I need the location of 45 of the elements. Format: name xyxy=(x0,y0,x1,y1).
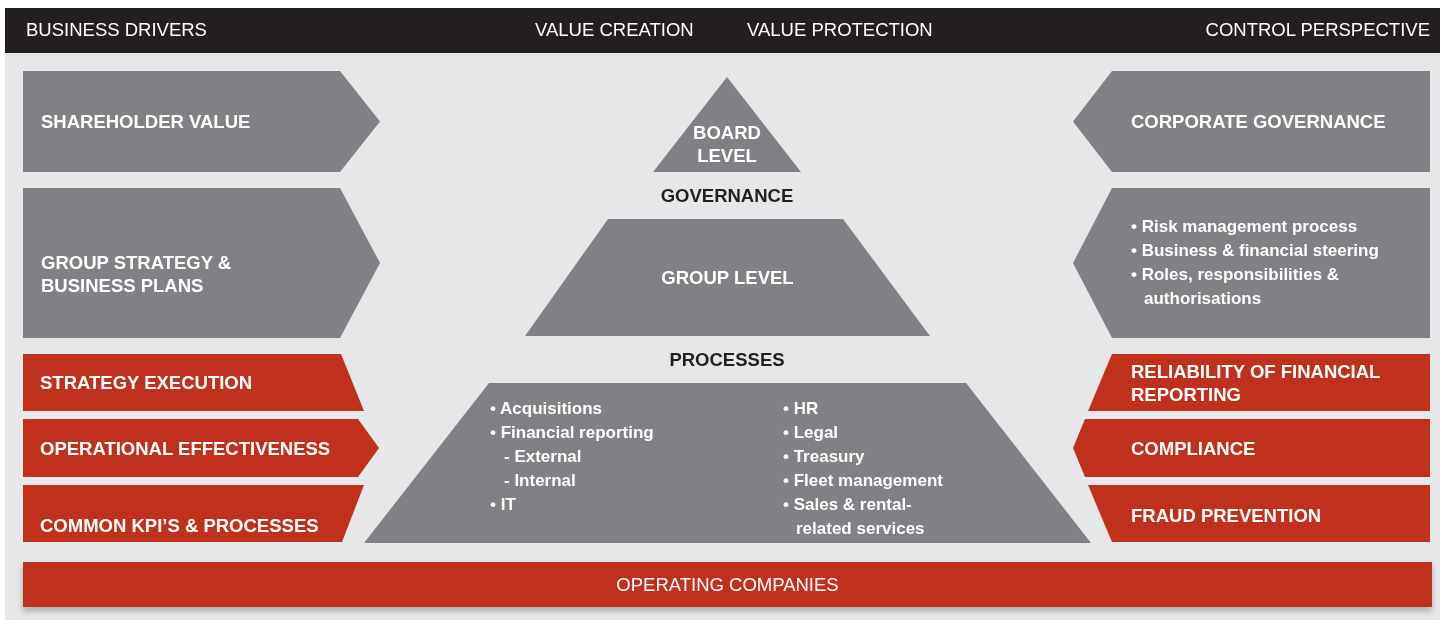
chevron-panel xyxy=(23,188,380,338)
column-heading: BUSINESS DRIVERS xyxy=(26,19,207,41)
list-item: - Internal xyxy=(504,470,577,492)
list-item: • Risk management process xyxy=(1131,216,1358,238)
slanted-panel xyxy=(1088,485,1430,542)
chevron-panel xyxy=(1073,188,1430,338)
panel-title: GROUP STRATEGY & BUSINESS PLANS xyxy=(41,251,233,297)
chevron-panel xyxy=(23,71,380,172)
section-heading: GOVERNANCE xyxy=(660,185,794,207)
list-item: • Business & financial steering xyxy=(1131,240,1379,262)
panel-title: OPERATING COMPANIES xyxy=(616,573,839,596)
list-item: • HR xyxy=(783,398,820,420)
slanted-panel xyxy=(23,485,364,542)
list-item: • Acquisitions xyxy=(490,398,604,420)
pyramid-base-tier xyxy=(364,383,1091,543)
section-heading: PROCESSES xyxy=(669,349,785,371)
chevron-panel xyxy=(1073,71,1430,172)
list-item: - External xyxy=(504,446,583,468)
chevron-panel xyxy=(23,419,379,477)
list-item: • Legal xyxy=(783,422,840,444)
column-heading: CONTROL PERSPECTIVE xyxy=(1205,19,1430,41)
column-heading: VALUE PROTECTION xyxy=(747,19,933,41)
slanted-panel xyxy=(1088,354,1430,411)
list-item: • Treasury xyxy=(783,446,866,468)
panel-title: COMMON KPI’S & PROCESSES xyxy=(40,513,319,537)
panel-title: CORPORATE GOVERNANCE xyxy=(1131,110,1386,133)
panel-title: GROUP LEVEL xyxy=(661,266,794,289)
list-item: • Sales & rental-related services xyxy=(783,494,926,540)
column-heading: VALUE CREATION xyxy=(535,19,694,41)
pyramid-top-triangle xyxy=(653,77,801,172)
list-item: • Roles, responsibilities & authorisations xyxy=(1131,264,1341,310)
list-item: • IT xyxy=(490,494,517,516)
panel-title: RELIABILITY OF FINANCIAL REPORTING xyxy=(1131,359,1382,406)
chevron-panel xyxy=(1073,419,1430,477)
slanted-panel xyxy=(23,354,364,411)
panel-title: SHAREHOLDER VALUE xyxy=(41,110,251,133)
list-item: • Fleet management xyxy=(783,470,944,492)
base-bar xyxy=(23,562,1432,607)
panel-title: OPERATIONAL EFFECTIVENESS xyxy=(40,436,331,460)
list-item: • Financial reporting xyxy=(490,422,655,444)
panel-title: STRATEGY EXECUTION xyxy=(40,371,253,394)
panel-title: FRAUD PREVENTION xyxy=(1131,503,1322,527)
panel-title: BOARD LEVEL xyxy=(692,121,762,167)
panel-title: COMPLIANCE xyxy=(1131,436,1256,460)
pyramid-middle-tier xyxy=(525,219,930,336)
